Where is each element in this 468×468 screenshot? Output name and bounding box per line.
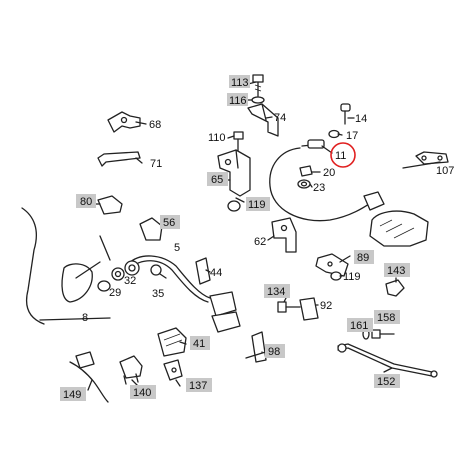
bracket-part-71 bbox=[97, 151, 141, 167]
bushing-part-29 bbox=[97, 280, 111, 292]
clamp-part-41 bbox=[157, 327, 187, 357]
callout-134: 134 bbox=[267, 286, 285, 298]
bracket-part-80 bbox=[97, 195, 123, 215]
clip-part-140 bbox=[119, 355, 143, 385]
callout-17: 17 bbox=[346, 130, 358, 142]
callout-14: 14 bbox=[355, 113, 367, 125]
throttle-part bbox=[209, 291, 241, 333]
callout-20: 20 bbox=[323, 167, 335, 179]
tie-part-149 bbox=[69, 351, 109, 403]
washer-part-116 bbox=[251, 96, 265, 104]
grommet-part-119-upper bbox=[227, 200, 241, 212]
callout-110: 110 bbox=[208, 132, 226, 144]
clip-part-137 bbox=[163, 359, 183, 381]
callout-44: 44 bbox=[210, 267, 222, 279]
callout-71: 71 bbox=[150, 158, 162, 170]
callout-62: 62 bbox=[254, 236, 266, 248]
callout-11: 11 bbox=[335, 150, 346, 162]
callout-89: 89 bbox=[357, 252, 369, 264]
rod-part-152 bbox=[337, 343, 438, 378]
callout-35: 35 bbox=[152, 288, 164, 300]
callout-137: 137 bbox=[189, 380, 207, 392]
callout-65: 65 bbox=[211, 174, 223, 186]
bracket-part-44 bbox=[195, 257, 211, 285]
clip-part-143 bbox=[385, 279, 405, 297]
callout-161: 161 bbox=[350, 320, 368, 332]
callout-113: 113 bbox=[231, 77, 249, 89]
cable-part-11 bbox=[269, 139, 385, 222]
ball-joint-part-32 bbox=[111, 267, 125, 281]
callout-152: 152 bbox=[377, 376, 395, 388]
callout-143: 143 bbox=[387, 265, 405, 277]
callout-119-upper: 119 bbox=[248, 199, 266, 211]
callout-149: 149 bbox=[63, 389, 81, 401]
actuator-part bbox=[369, 210, 429, 247]
bolt-part-110 bbox=[233, 131, 244, 153]
bracket-part-56 bbox=[139, 217, 163, 241]
callout-56: 56 bbox=[163, 217, 175, 229]
bracket-part-89 bbox=[315, 253, 349, 277]
engine-outline bbox=[21, 207, 111, 325]
callout-8: 8 bbox=[82, 312, 88, 324]
nut-part-23 bbox=[297, 179, 311, 189]
callout-5: 5 bbox=[174, 242, 180, 254]
callout-92: 92 bbox=[320, 300, 332, 312]
bolt-part-134 bbox=[277, 301, 301, 313]
bolt-part-14 bbox=[340, 103, 351, 125]
bolt-part-113 bbox=[252, 74, 264, 97]
callout-74: 74 bbox=[274, 112, 286, 124]
callout-107: 107 bbox=[436, 165, 454, 177]
bracket-part-74 bbox=[247, 103, 279, 137]
callout-140: 140 bbox=[133, 387, 151, 399]
callout-68: 68 bbox=[149, 119, 161, 131]
callout-23: 23 bbox=[313, 182, 325, 194]
callout-80: 80 bbox=[80, 196, 92, 208]
bracket-part-62 bbox=[271, 217, 297, 253]
callout-158: 158 bbox=[377, 312, 395, 324]
callout-41: 41 bbox=[193, 338, 205, 350]
bracket-part-68 bbox=[107, 111, 141, 133]
bolt-part-161 bbox=[371, 329, 395, 339]
lever-part-8 bbox=[61, 235, 111, 303]
bracket-part-107 bbox=[415, 151, 449, 165]
callout-116: 116 bbox=[229, 95, 247, 107]
highlight-ring bbox=[330, 142, 356, 168]
clip-part-20 bbox=[299, 165, 313, 177]
callout-98: 98 bbox=[268, 346, 280, 358]
linkage-rod-part-5 bbox=[124, 255, 211, 303]
bracket-part-65 bbox=[217, 149, 251, 197]
bracket-part-92 bbox=[299, 297, 319, 321]
callout-32: 32 bbox=[124, 275, 136, 287]
callout-29: 29 bbox=[109, 287, 121, 299]
callout-119-lower: 119 bbox=[343, 271, 361, 283]
